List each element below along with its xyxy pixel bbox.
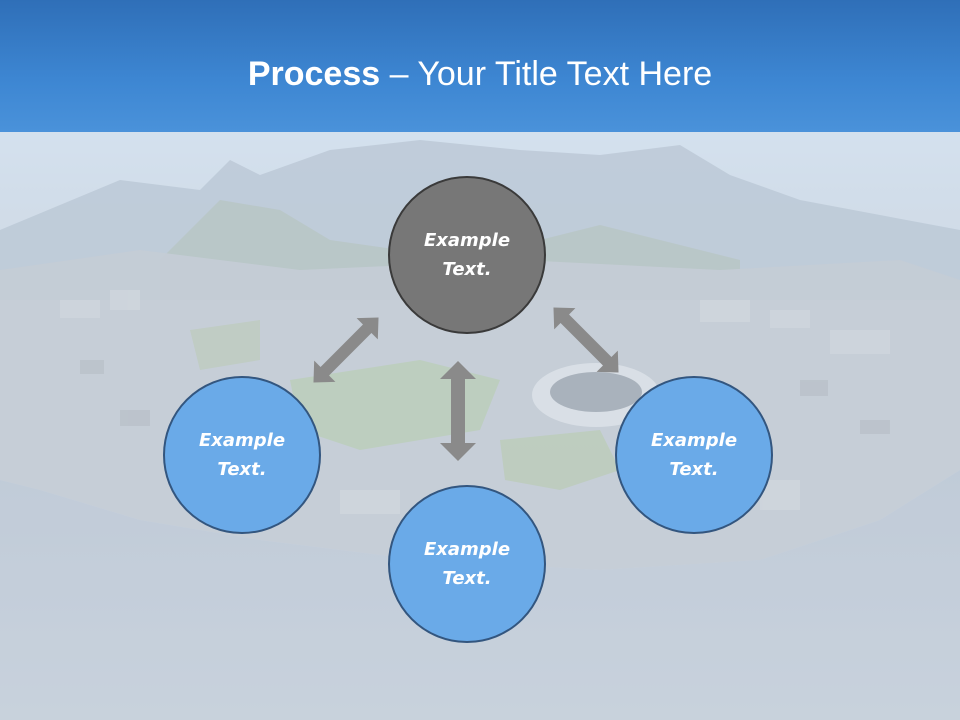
- title-rest-text: – Your Title Text Here: [380, 55, 713, 93]
- title-bar: [0, 0, 960, 132]
- node-bottom-line2: Text.: [442, 568, 492, 589]
- arrow-top-left: [313, 317, 379, 383]
- node-right-line2: Text.: [669, 459, 719, 480]
- node-left-line2: Text.: [217, 459, 267, 480]
- node-bottom-line1: Example: [423, 539, 511, 560]
- node-left-line1: Example: [198, 430, 286, 451]
- node-right-line1: Example: [650, 430, 738, 451]
- process-node-top: Example Text.: [388, 176, 546, 334]
- slide-title: Process – Your Title Text Here: [0, 52, 960, 96]
- arrow-vertical: [440, 361, 476, 461]
- title-bold-text: Process: [247, 55, 381, 93]
- process-node-left: Example Text.: [163, 376, 321, 534]
- node-top-line2: Text.: [442, 259, 492, 280]
- process-node-right: Example Text.: [615, 376, 773, 534]
- node-top-line1: Example: [423, 230, 511, 251]
- arrow-top-right: [553, 307, 619, 373]
- process-node-bottom: Example Text.: [388, 485, 546, 643]
